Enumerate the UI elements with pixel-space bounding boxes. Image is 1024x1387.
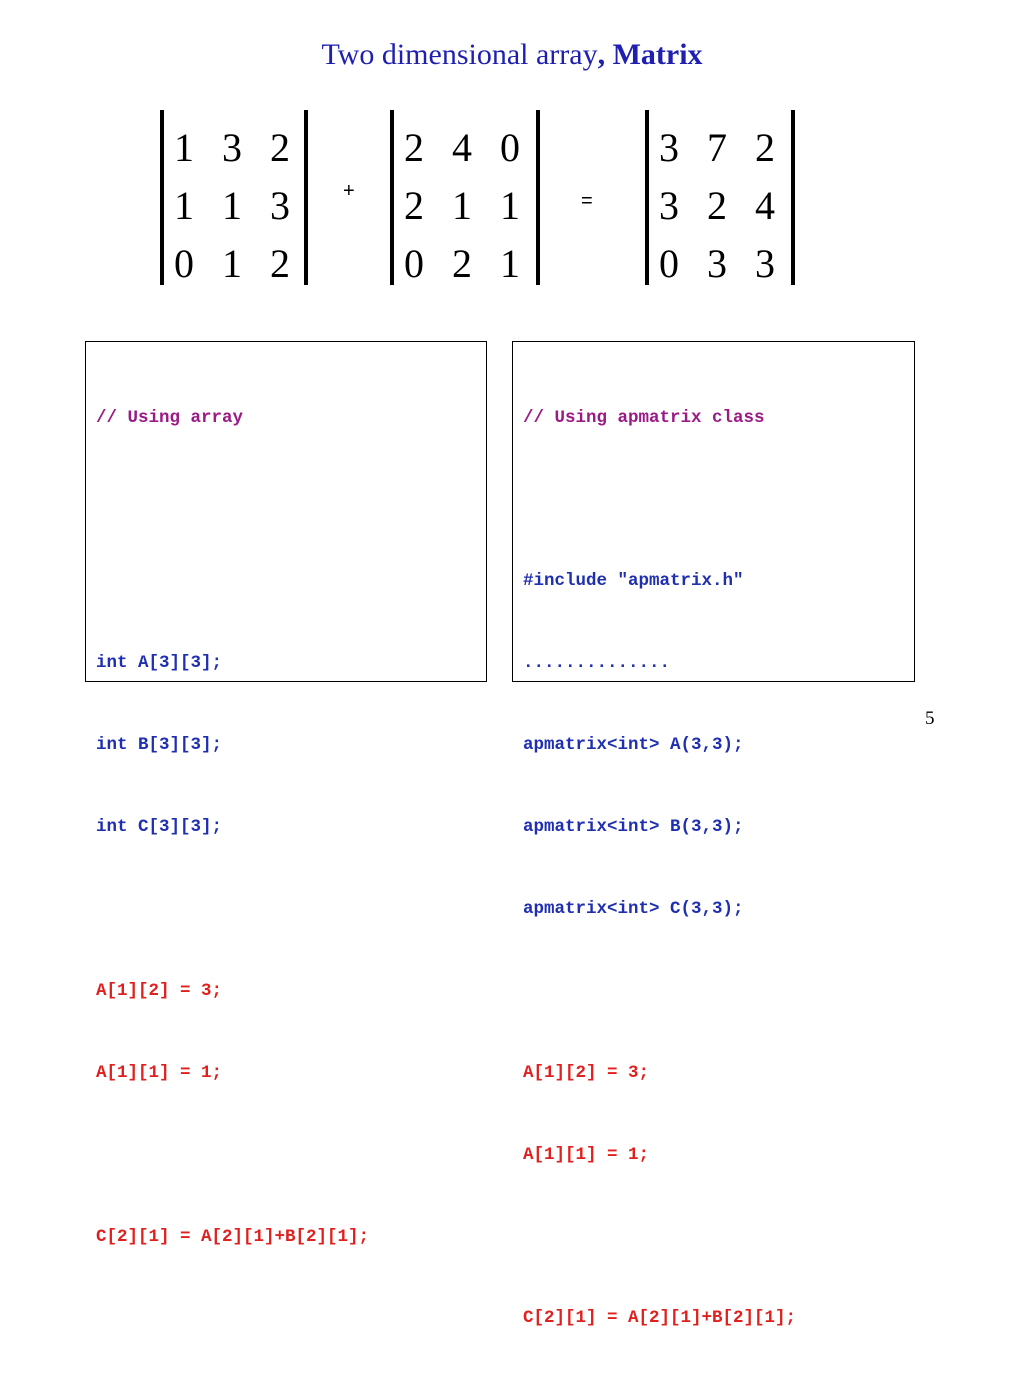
matrix-cell: 1 (174, 124, 194, 170)
matrix-cell: 0 (659, 240, 679, 286)
code-line: apmatrix<int> B(3,3); (523, 817, 744, 838)
matrix-c-right-bar (791, 110, 795, 285)
matrix-cell: 4 (755, 182, 775, 228)
matrix-cell: 4 (452, 124, 472, 170)
title-normal: Two dimensional array (321, 38, 598, 71)
page-number: 5 (925, 708, 935, 729)
equals-operator: = (581, 190, 593, 212)
matrix-cell: 1 (222, 240, 242, 286)
matrix-cell: 2 (404, 182, 424, 228)
matrix-b-right-bar (536, 110, 540, 285)
matrix-cell: 1 (500, 182, 520, 228)
matrix-cell: 3 (707, 240, 727, 286)
matrix-cell: 0 (404, 240, 424, 286)
matrix-c-left-bar (645, 110, 649, 285)
matrix-a-left-bar (160, 110, 164, 285)
matrix-b: 2 4 0 2 1 1 0 2 1 (390, 110, 540, 286)
matrix-cell: 2 (755, 124, 775, 170)
code-line: apmatrix<int> C(3,3); (523, 898, 744, 919)
code-line: apmatrix<int> A(3,3); (523, 735, 744, 756)
matrix-c: 3 7 2 3 2 4 0 3 3 (645, 110, 800, 286)
code-line: int A[3][3]; (96, 653, 223, 674)
apmatrix-code-box: // Using apmatrix class #include "apmatr… (512, 341, 915, 1328)
matrix-cell: 2 (404, 124, 424, 170)
code-line: A[1][2] = 3; (523, 1062, 650, 1083)
code-line: A[1][2] = 3; (96, 980, 223, 1001)
matrix-cell: 3 (659, 182, 679, 228)
code-line: A[1][1] = 1; (523, 1144, 650, 1165)
matrix-cell: 3 (222, 124, 242, 170)
matrix-cell: 7 (707, 124, 727, 170)
matrix-cell: 3 (659, 124, 679, 170)
matrix-cell: 1 (500, 240, 520, 286)
code-line: A[1][1] = 1; (96, 1062, 223, 1083)
matrix-cell: 1 (452, 182, 472, 228)
matrix-a: 1 3 2 1 1 3 0 1 2 (160, 110, 310, 286)
code-line: C[2][1] = A[2][1]+B[2][1]; (96, 1226, 370, 1247)
matrix-a-right-bar (304, 110, 308, 285)
code-line: int B[3][3]; (96, 735, 223, 756)
matrix-cell: 2 (270, 124, 290, 170)
matrix-cell: 1 (222, 182, 242, 228)
code-line: #include "apmatrix.h" (523, 571, 744, 592)
matrix-cell: 2 (452, 240, 472, 286)
code-line: int C[3][3]; (96, 817, 223, 838)
matrix-cell: 2 (707, 182, 727, 228)
code-line: .............. (523, 653, 671, 674)
slide-title: Two dimensional array, Matrix (0, 38, 1024, 72)
code-comment: // Using array (96, 407, 244, 428)
matrix-cell: 2 (270, 240, 290, 286)
matrix-cell: 0 (500, 124, 520, 170)
matrix-cell: 1 (174, 182, 194, 228)
matrix-cell: 3 (270, 182, 290, 228)
matrix-cell: 0 (174, 240, 194, 286)
title-bold: , Matrix (597, 38, 703, 71)
plus-operator: + (343, 180, 355, 202)
matrix-b-left-bar (390, 110, 394, 285)
matrix-cell: 3 (755, 240, 775, 286)
code-line: C[2][1] = A[2][1]+B[2][1]; (523, 1308, 797, 1329)
array-code-box: // Using array int A[3][3]; int B[3][3];… (85, 341, 487, 1247)
code-comment: // Using apmatrix class (523, 407, 765, 428)
